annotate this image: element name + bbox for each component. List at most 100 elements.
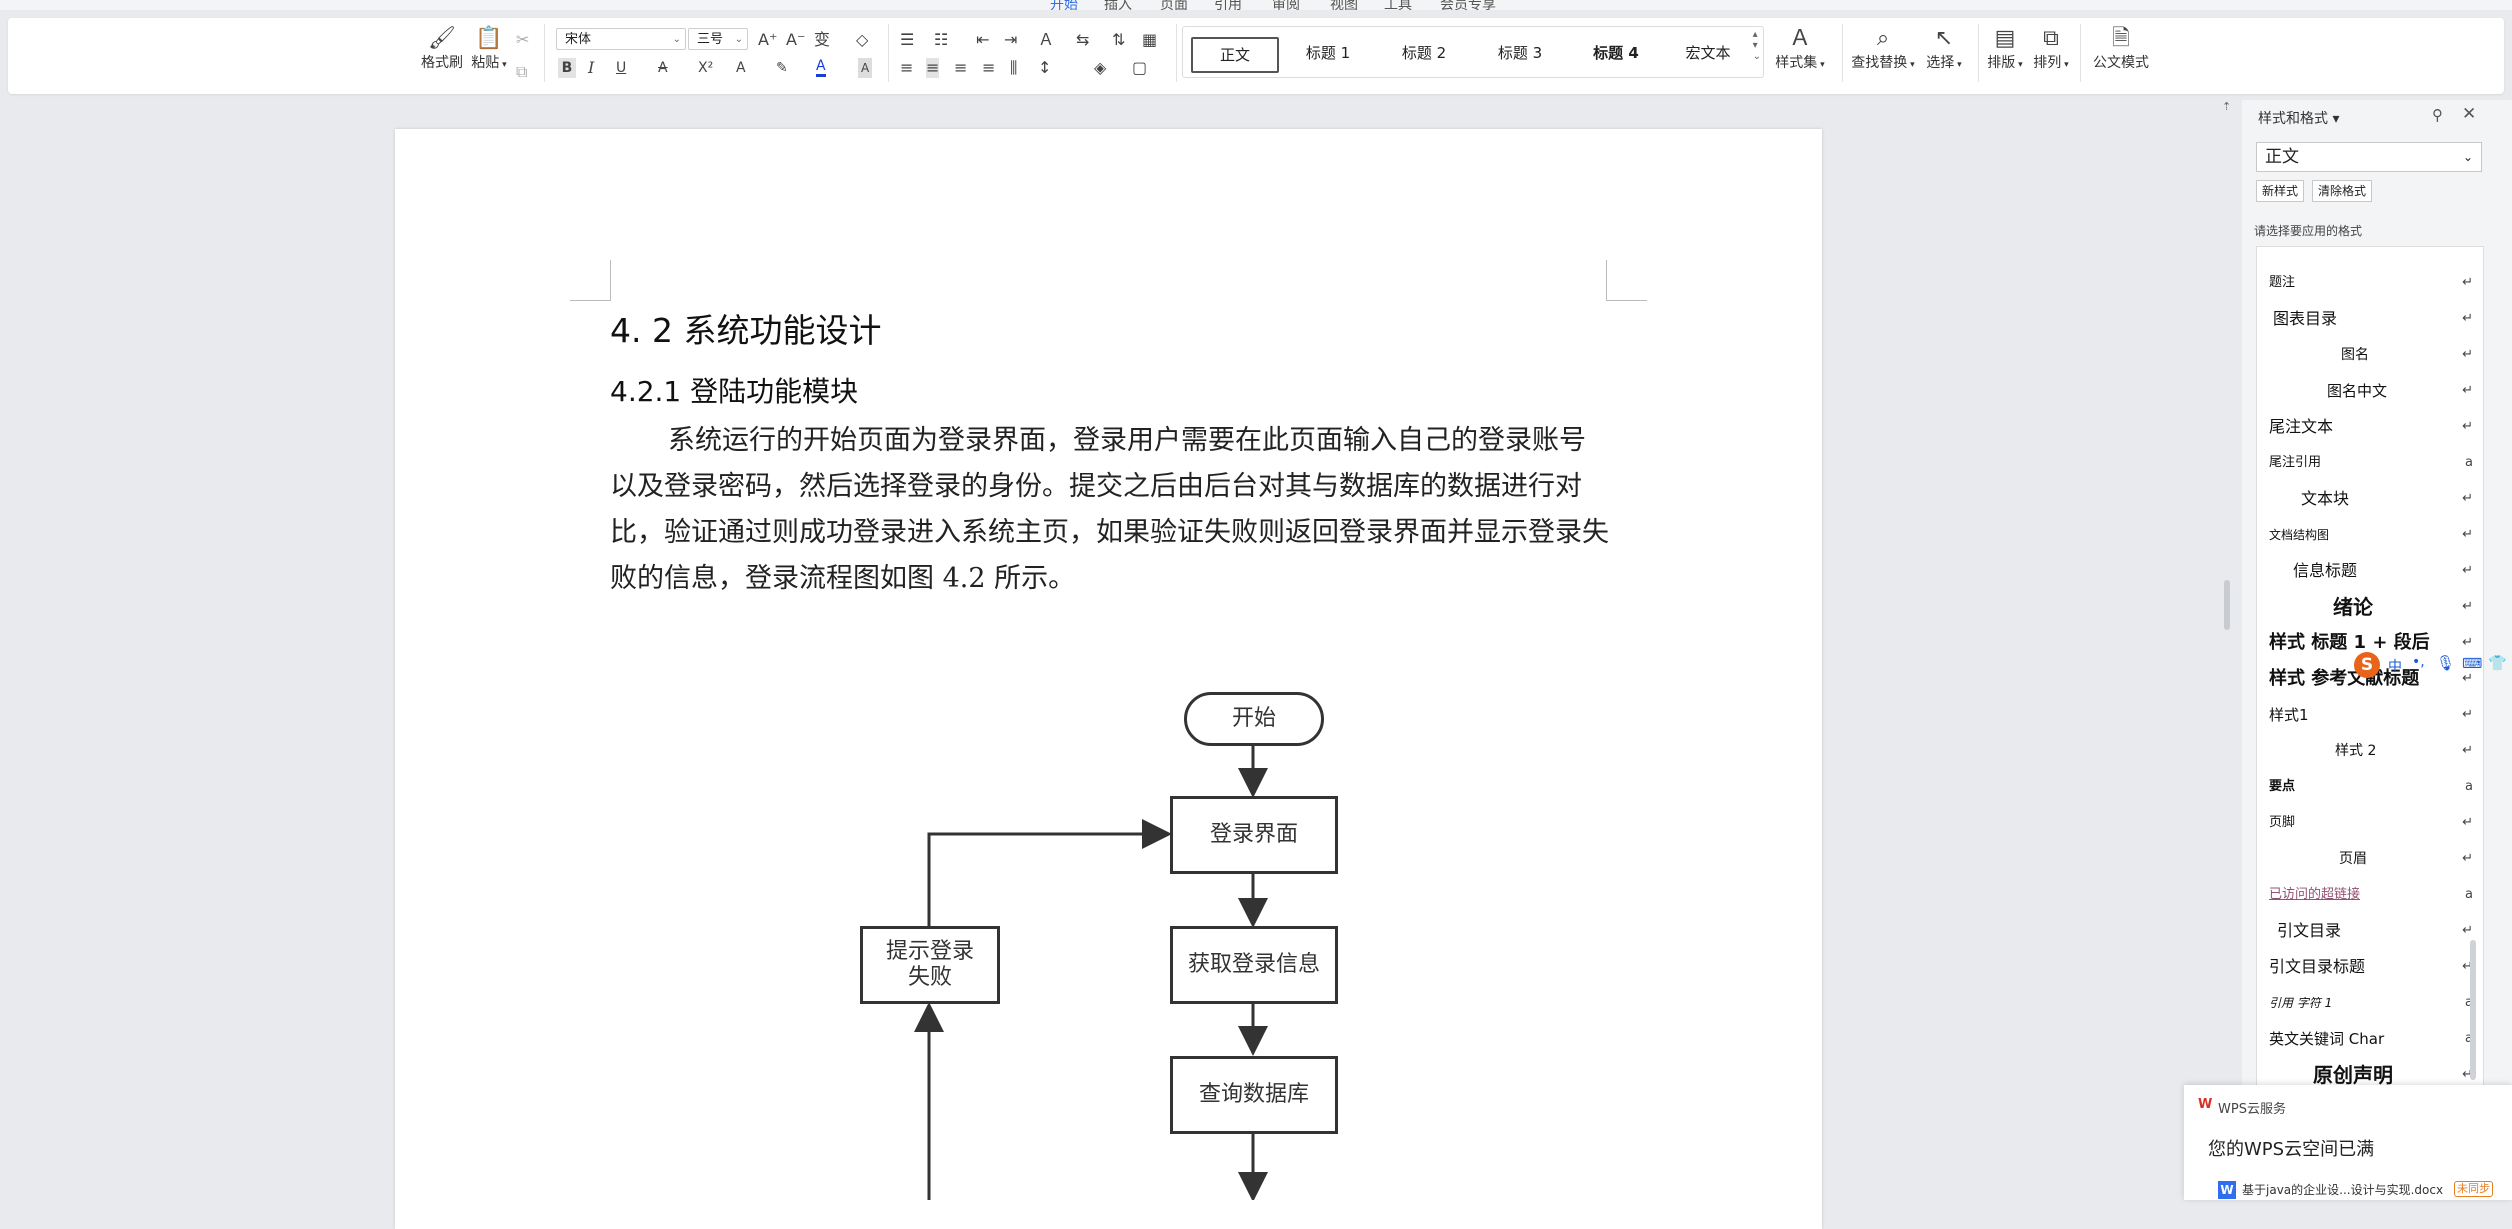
official-doc-mode-button[interactable]: 🗎 公文模式 xyxy=(2086,26,2156,72)
style-list-scrollbar[interactable] xyxy=(2470,940,2476,1080)
style-set-button[interactable]: Ａ 样式集 ▾ xyxy=(1772,26,1828,72)
panel-splitter[interactable] xyxy=(2224,580,2230,630)
char-shading-icon[interactable]: A xyxy=(858,58,873,78)
format-painter-button[interactable]: 🖌 格式刷 xyxy=(414,26,470,72)
swap-icon[interactable]: ⇆ xyxy=(1076,30,1090,49)
bullet-list-icon[interactable]: ☰ xyxy=(900,30,915,49)
text-direction-icon[interactable]: Ａ xyxy=(1038,30,1055,49)
sort-icon[interactable]: ⇅ xyxy=(1112,30,1126,49)
style-item-doc-map[interactable]: 文档结构图↵ xyxy=(2269,527,2473,542)
style-item-footer[interactable]: 页脚↵ xyxy=(2269,815,2473,830)
ime-skin-icon[interactable]: 👕 xyxy=(2488,654,2507,672)
clear-format-button[interactable]: 清除格式 xyxy=(2312,180,2373,202)
distribute-icon[interactable]: ⫼ xyxy=(1010,58,1018,77)
style-heading-2[interactable]: 标题 2 xyxy=(1401,44,1447,62)
style-item-style2[interactable]: 样式 2↵ xyxy=(2335,743,2473,759)
style-heading-1[interactable]: 标题 1 xyxy=(1305,44,1351,62)
style-macro-text[interactable]: 宏文本 xyxy=(1685,44,1731,62)
align-right-icon[interactable]: ≡ xyxy=(954,58,968,77)
style-item-quote-char[interactable]: 引用 字符 1a xyxy=(2269,995,2473,1010)
justify-icon[interactable]: ≡ xyxy=(982,58,996,77)
close-icon[interactable]: ✕ xyxy=(2462,104,2477,124)
style-item-figure-name[interactable]: 图名↵ xyxy=(2341,347,2473,363)
style-heading-4[interactable]: 标题 4 xyxy=(1593,44,1639,62)
paste-button[interactable]: 📋 粘贴 ▾ xyxy=(464,26,514,72)
style-item-introduction[interactable]: 绪论↵ xyxy=(2333,595,2473,619)
tab-home[interactable]: 开始 xyxy=(1050,0,1078,10)
decrease-indent-icon[interactable]: ⇤ xyxy=(976,30,990,49)
arrange-button[interactable]: ⧉ 排列 ▾ xyxy=(2028,26,2074,72)
underline-button[interactable]: U xyxy=(616,60,627,76)
style-item-header[interactable]: 页眉↵ xyxy=(2339,851,2473,867)
layout-button[interactable]: ▤ 排版 ▾ xyxy=(1982,26,2028,72)
tab-page[interactable]: 页面 xyxy=(1160,0,1188,10)
style-item-figure-name-cn[interactable]: 图名中文↵ xyxy=(2327,382,2473,400)
heading-section-4-2-1[interactable]: 4.2.1 登陆功能模块 xyxy=(610,375,859,408)
style-item-figure-toc[interactable]: 图表目录↵ xyxy=(2273,309,2473,328)
current-style-select[interactable]: 正文 ⌄ xyxy=(2256,142,2482,172)
copy-icon[interactable]: ⧉ xyxy=(516,62,528,81)
line-spacing-icon[interactable]: ↕ xyxy=(1038,58,1052,77)
style-item-caption[interactable]: 题注↵ xyxy=(2269,275,2473,290)
clear-format-icon[interactable]: ◇ xyxy=(856,30,869,49)
phonetic-icon[interactable]: 变 xyxy=(814,30,831,49)
style-heading-3[interactable]: 标题 3 xyxy=(1497,44,1543,62)
select-button[interactable]: ↖ 选择 ▾ xyxy=(1918,26,1970,72)
ime-punct-icon[interactable]: •, xyxy=(2412,654,2425,670)
ime-mic-icon[interactable]: 🎙 xyxy=(2436,654,2456,672)
style-item-heading1-after[interactable]: 样式 标题 1 + 段后↵ xyxy=(2269,632,2473,653)
style-item-references-title[interactable]: 样式 参考文献标题↵ xyxy=(2269,668,2473,689)
table-icon[interactable]: ▦ xyxy=(1142,30,1158,49)
panel-collapse-icon[interactable]: ⇡ xyxy=(2222,100,2232,113)
numbered-list-icon[interactable]: ☷ xyxy=(934,30,949,49)
style-item-endnote-text[interactable]: 尾注文本↵ xyxy=(2269,417,2473,436)
cut-icon[interactable]: ✂ xyxy=(516,30,530,49)
toast-file-name[interactable]: 基于java的企业设...设计与实现.docx xyxy=(2242,1183,2444,1197)
font-name-select[interactable]: 宋体⌄ xyxy=(556,28,686,50)
sogou-ime-icon[interactable]: S xyxy=(2354,652,2380,678)
tab-tools[interactable]: 工具 xyxy=(1384,0,1412,10)
tab-member[interactable]: 会员专享 xyxy=(1440,0,1496,10)
italic-button[interactable]: I xyxy=(588,58,595,77)
superscript-icon[interactable]: X² xyxy=(698,60,714,76)
tab-review[interactable]: 审阅 xyxy=(1272,0,1300,10)
style-normal[interactable]: 正文 xyxy=(1191,37,1279,73)
styles-panel-title[interactable]: 样式和格式 ▾ xyxy=(2258,111,2340,127)
style-item-originality[interactable]: 原创声明↵ xyxy=(2313,1063,2473,1087)
gallery-scroll-icon[interactable]: ▴▾⌄ xyxy=(1752,29,1761,62)
shrink-font-icon[interactable]: A⁻ xyxy=(786,30,806,49)
heading-section-4-2[interactable]: 4. 2 系统功能设计 xyxy=(610,311,882,350)
bold-button[interactable]: B xyxy=(558,58,576,78)
style-item-message-header[interactable]: 信息标题↵ xyxy=(2293,561,2473,580)
align-center-icon[interactable]: ≡ xyxy=(926,58,940,78)
font-color-icon[interactable]: A xyxy=(816,58,826,77)
style-item-citation-toc-title[interactable]: 引文目录标题↵ xyxy=(2269,957,2473,976)
highlight-icon[interactable]: ✎ xyxy=(776,60,788,76)
ime-language-icon[interactable]: 中 xyxy=(2388,659,2402,675)
find-replace-button[interactable]: ⌕ 查找替换 ▾ xyxy=(1848,26,1918,72)
style-item-style1[interactable]: 样式1↵ xyxy=(2269,706,2473,724)
body-paragraph[interactable]: 系统运行的开始页面为登录界面，登录用户需要在此页面输入自己的登录账号以及登录密码… xyxy=(610,425,1609,594)
shading-icon[interactable]: ◈ xyxy=(1094,58,1107,77)
style-item-citation-toc[interactable]: 引文目录↵ xyxy=(2277,921,2473,940)
text-effect-icon[interactable]: A xyxy=(736,60,746,76)
style-item-text-block[interactable]: 文本块↵ xyxy=(2301,489,2473,508)
tab-reference[interactable]: 引用 xyxy=(1214,0,1242,10)
grow-font-icon[interactable]: A⁺ xyxy=(758,30,778,49)
ime-toolbar[interactable]: S 中 •, 🎙 ⌨ 👕 xyxy=(2354,652,2512,680)
tab-insert[interactable]: 插入 xyxy=(1104,0,1132,10)
document-page[interactable] xyxy=(395,129,1822,1229)
pin-icon[interactable]: ⚲ xyxy=(2432,106,2443,124)
tab-view[interactable]: 视图 xyxy=(1330,0,1358,10)
align-left-icon[interactable]: ≡ xyxy=(900,58,914,77)
strikethrough-icon[interactable]: A xyxy=(658,60,668,76)
ime-keyboard-icon[interactable]: ⌨ xyxy=(2462,656,2483,672)
style-item-en-keywords[interactable]: 英文关键词 Chara xyxy=(2269,1030,2473,1048)
increase-indent-icon[interactable]: ⇥ xyxy=(1004,30,1018,49)
wps-cloud-toast[interactable]: W WPS云服务 您的WPS云空间已满 W 基于java的企业设...设计与实现… xyxy=(2184,1085,2512,1200)
border-icon[interactable]: ▢ xyxy=(1132,58,1148,77)
font-size-select[interactable]: 三号⌄ xyxy=(688,28,748,50)
